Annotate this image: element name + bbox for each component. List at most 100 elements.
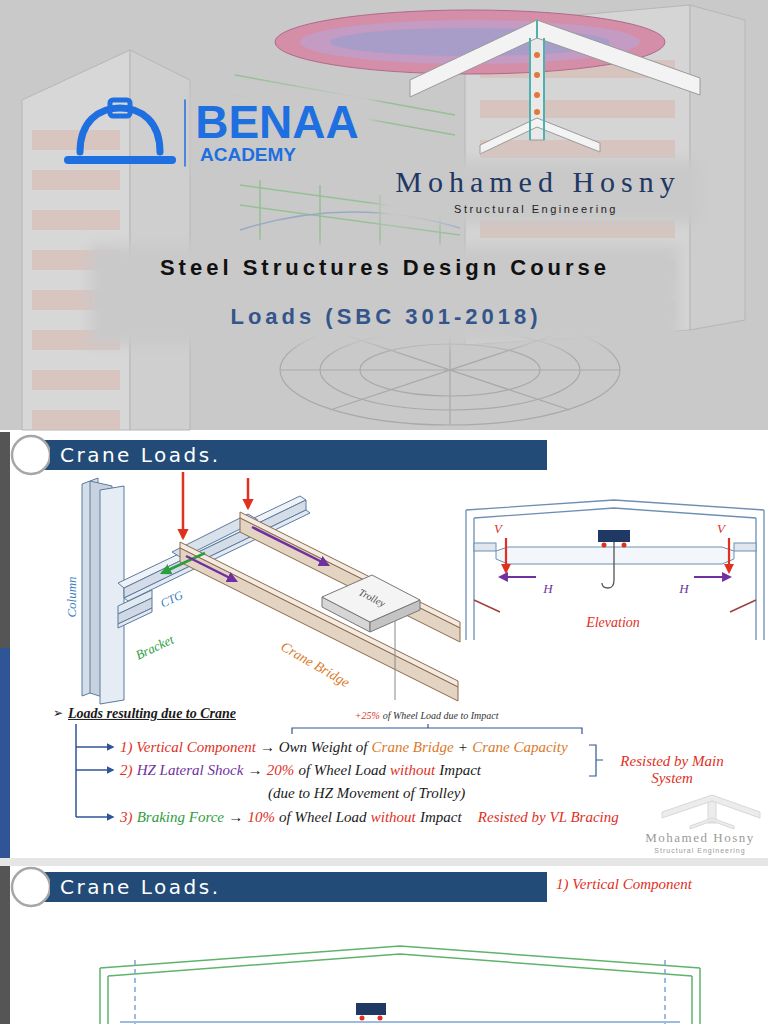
force-arrows (500, 576, 536, 578)
header-text: Crane Loads. (60, 440, 221, 470)
load-arrows (186, 556, 236, 581)
slide-background (0, 858, 768, 866)
force-label: V (494, 522, 502, 537)
list-tree (76, 746, 113, 748)
logo-wordmark: BENAA (195, 96, 359, 149)
load-arrows (247, 478, 250, 508)
crane-elevation (622, 543, 627, 548)
watermark: Mohamed Hosny (645, 831, 754, 846)
text-ground-patch (90, 88, 700, 345)
watermark-graphic (690, 818, 734, 829)
cover-building (130, 50, 190, 430)
slide-subheading: 1) Vertical Component (556, 876, 692, 893)
portal-frame (135, 960, 665, 1024)
text-line: +25%of Wheel Load due to Impact (330, 710, 526, 722)
watermark-graphic (662, 795, 760, 829)
text-ground-patch (380, 160, 700, 224)
list-tree (76, 816, 113, 818)
load-item: HZ Lateral Shock (137, 762, 244, 778)
list-tree (76, 724, 113, 817)
load-item: → Own Weight of (260, 739, 367, 755)
load-item: 3) (120, 809, 133, 825)
cover-ibeam (534, 109, 540, 115)
portal-frame (100, 968, 700, 1024)
crane-trolley (322, 575, 420, 622)
load-item: Resisted by VL Bracing (478, 809, 619, 825)
text-line: 1) Vertical Component→ Own Weight of Cran… (120, 738, 572, 756)
force-label: V (717, 522, 725, 537)
crane-elevation (734, 543, 756, 551)
load-arrows (162, 472, 328, 581)
load-item: 20% (267, 762, 295, 778)
cover-ibeam (534, 52, 540, 58)
header-badge (12, 868, 50, 906)
cover-ibeam (534, 72, 540, 78)
crane-trolley (356, 1003, 386, 1015)
crane-elevation (598, 530, 630, 542)
cover-facade-panels (32, 130, 120, 150)
slide-subtitle: Loads (SBC 301-2018) (230, 304, 541, 329)
resist-note: Resisted by Main System (610, 753, 734, 788)
crane-bridge-girders (172, 512, 460, 701)
force-arrows (694, 576, 730, 578)
crane-trolley (360, 1016, 365, 1021)
course-title: Steel Structures Design Course (160, 255, 610, 280)
load-item: without (371, 809, 416, 825)
portal-frame (100, 946, 700, 1024)
load-item: without (390, 762, 435, 778)
slide-side-strip (0, 432, 10, 858)
load-item: + (458, 739, 468, 755)
bullet-mark: ➢ (53, 707, 63, 721)
text-line: 3)Braking Force→10%of Wheel LoadwithoutI… (120, 808, 623, 826)
text-ground-patch (190, 88, 375, 172)
grouping-brace (589, 745, 603, 776)
cover-facade-panels (32, 170, 120, 190)
slide-side-strip (0, 866, 10, 1024)
header-badge (12, 436, 50, 474)
cover-ibeam (530, 20, 544, 140)
cover-building (22, 5, 745, 430)
crane-trolley (378, 1016, 383, 1021)
logo-hard-hat (110, 100, 130, 116)
part-label: Column (65, 576, 80, 617)
logo-hard-hat (184, 100, 186, 166)
author-field: Structural Engineering (454, 203, 618, 216)
impact-note: +25% (355, 710, 380, 721)
cover-background (0, 0, 768, 430)
portal-frame (108, 954, 692, 976)
load-item: Crane Bridge (372, 739, 454, 755)
load-item: (due to HZ Movement of Trolley) (268, 785, 465, 801)
crane-elevation (474, 600, 756, 612)
cover-ibeam (480, 118, 600, 154)
section-header-band: Crane Loads. (50, 872, 547, 902)
slide-background (0, 431, 768, 1024)
crane-elevation (602, 542, 614, 588)
slide-background (0, 431, 768, 859)
load-item: → (248, 762, 263, 778)
text-ground-patch (90, 245, 680, 345)
crane-bracket (118, 608, 152, 628)
load-item: Impact (420, 809, 462, 825)
header-badge (12, 436, 51, 906)
logo-hard-hat (68, 156, 172, 164)
crane-elevation (496, 547, 734, 564)
section-header-band: Crane Loads. (50, 440, 547, 470)
load-item: Crane Capacity (472, 739, 567, 755)
load-item: Impact (439, 762, 481, 778)
slide-side-strip (0, 432, 10, 1024)
crane-bridge-girders (240, 518, 460, 642)
crane-bridge-girders (240, 512, 460, 628)
crane-elevation (474, 543, 496, 551)
portal-frame (120, 1021, 680, 1023)
list-heading: Loads resulting due to Crane (68, 706, 236, 722)
portal-frame (474, 508, 756, 518)
load-item: of Wheel Load (279, 809, 367, 825)
load-item: 1) Vertical Component (120, 739, 256, 755)
steel-column (100, 486, 124, 704)
watermark-graphic (662, 795, 760, 818)
header-text: Crane Loads. (60, 872, 221, 902)
view-caption: Elevation (586, 615, 640, 631)
cover-facade-panels (32, 370, 120, 390)
crane-trolley (395, 621, 396, 700)
